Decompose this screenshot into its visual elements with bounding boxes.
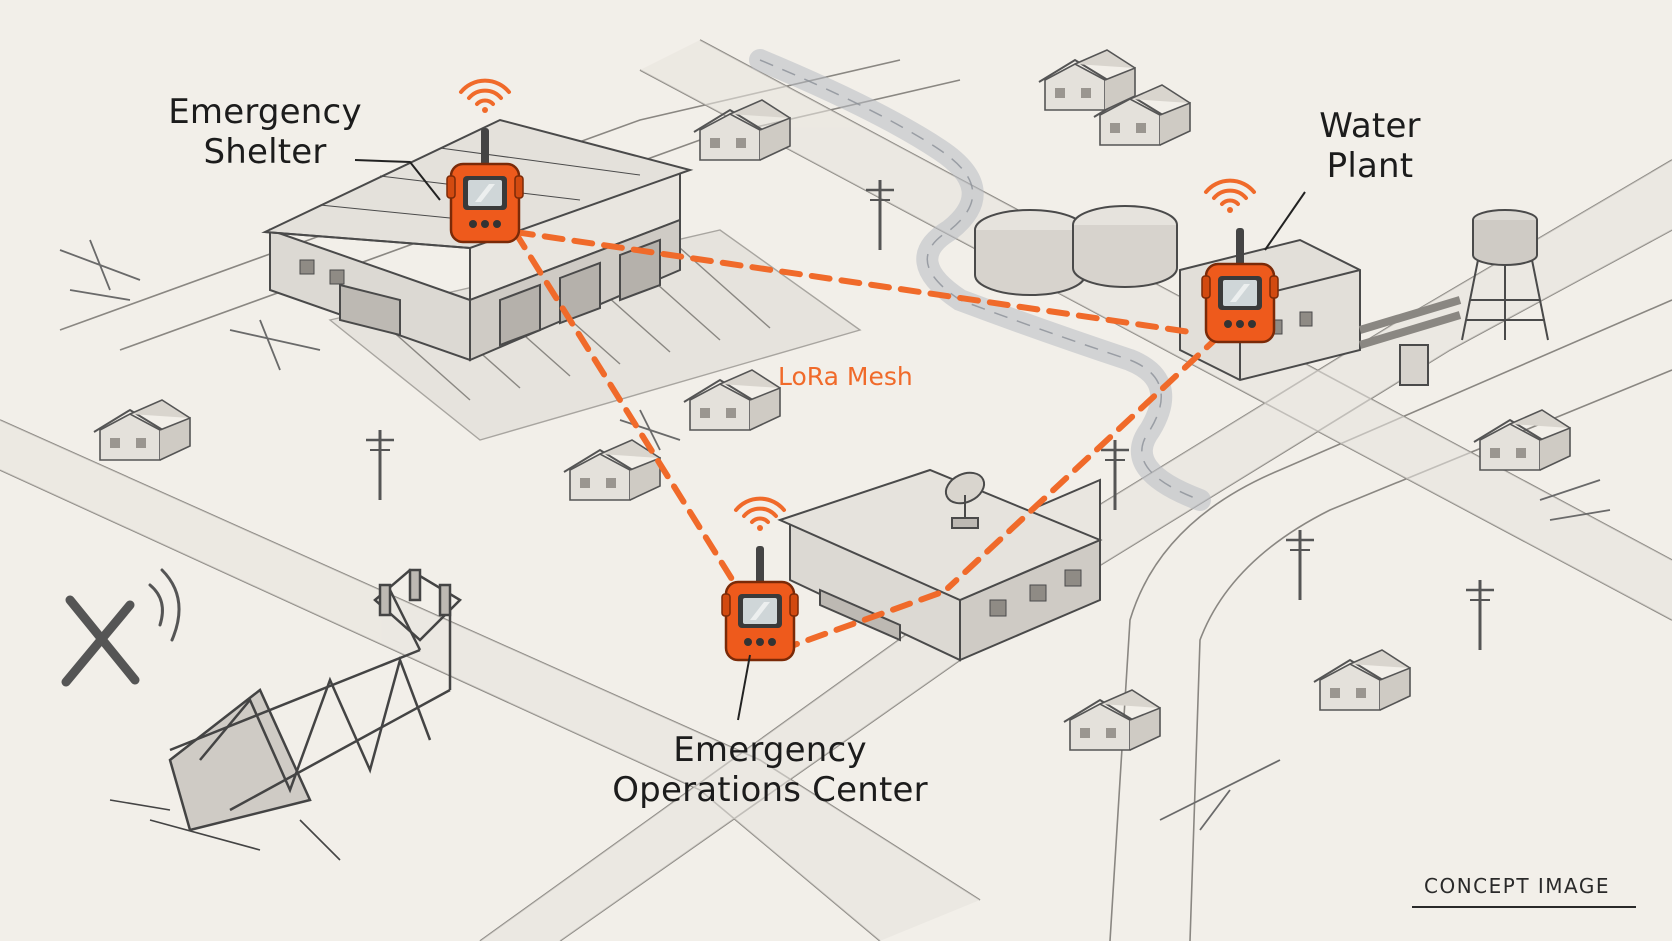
satellite-dish-icon [944,471,986,529]
water-plant-label: Water Plant [1290,106,1450,186]
link-shelter-eoc [512,229,748,603]
label-leader-lines [354,159,1306,721]
link-water-eoc [945,332,1223,591]
link-eoc-water-lower [777,587,951,653]
concept-image-tag: CONCEPT IMAGE [1424,874,1611,898]
shelter-label-line-2: Shelter [203,132,327,172]
eoc-label: Emergency Operations Center [600,730,940,810]
emergency-operations-center-building [777,468,1103,662]
no-signal-x-icon [61,595,140,687]
lora-mesh-links [512,229,1223,653]
water-label-line-1: Water [1319,106,1421,146]
water-label-line-2: Plant [1326,146,1414,186]
eoc-label-line-1: Emergency [673,730,867,770]
lora-mesh-label: LoRa Mesh [778,362,913,391]
debris [59,239,1611,831]
broken-signal-arcs-icon [148,568,181,642]
eoc-label-line-2: Operations Center [612,770,928,810]
collapsed-cell-tower [109,568,463,861]
water-tower [1461,209,1549,341]
concept-underline [1412,906,1636,908]
emergency-shelter-label: Emergency Shelter [150,92,380,172]
shelter-label-line-1: Emergency [168,92,362,132]
link-shelter-water [512,229,1193,335]
